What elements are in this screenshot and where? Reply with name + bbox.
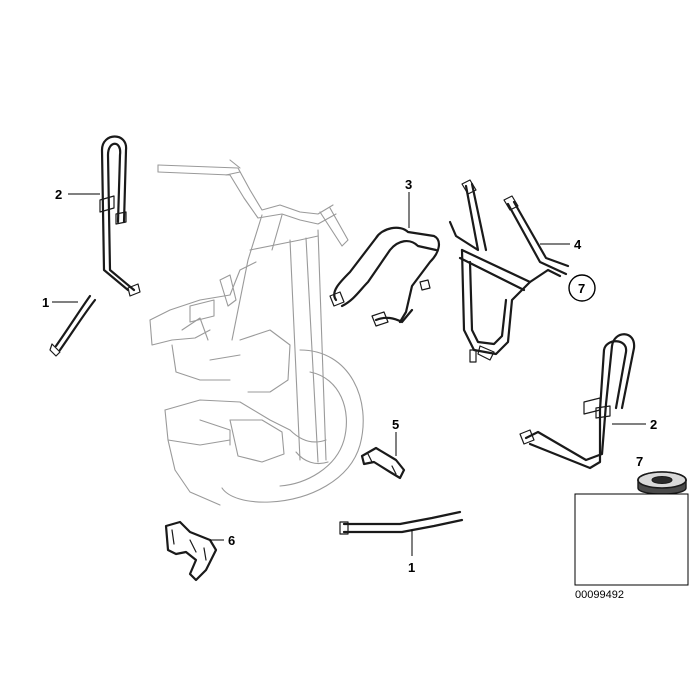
- callout-1-bottom: 1: [408, 560, 415, 575]
- part-1-bottom-rod: [339, 510, 464, 535]
- reference-box: 00099492: [574, 493, 689, 601]
- callout-5: 5: [392, 417, 399, 432]
- part-3-bracket: [329, 226, 440, 327]
- callout-2-right: 2: [650, 417, 657, 432]
- callout-7-circled: 7: [578, 281, 585, 296]
- part-2-left-guard: [99, 135, 141, 297]
- callout-3: 3: [405, 177, 412, 192]
- callout-2-left: 2: [55, 187, 62, 202]
- part-2-right-guard: [519, 333, 636, 470]
- callout-numbers: 2 1 3 4 7 2 5 7 6 1: [42, 177, 657, 575]
- part-1-left-bar: [49, 294, 97, 357]
- motorcycle-outline: [149, 159, 364, 506]
- part-5-small-bracket: [360, 446, 406, 480]
- callout-7: 7: [636, 454, 643, 469]
- part-7-circled-label: [568, 274, 596, 302]
- callout-6: 6: [228, 533, 235, 548]
- callout-4: 4: [574, 237, 582, 252]
- leader-lines: [52, 192, 646, 556]
- reference-number: 00099492: [575, 589, 624, 601]
- callout-1-left: 1: [42, 295, 49, 310]
- part-7-grommet: [637, 471, 687, 495]
- part-6-mount-plate: [164, 520, 218, 582]
- part-4-rack-frame: [448, 179, 570, 363]
